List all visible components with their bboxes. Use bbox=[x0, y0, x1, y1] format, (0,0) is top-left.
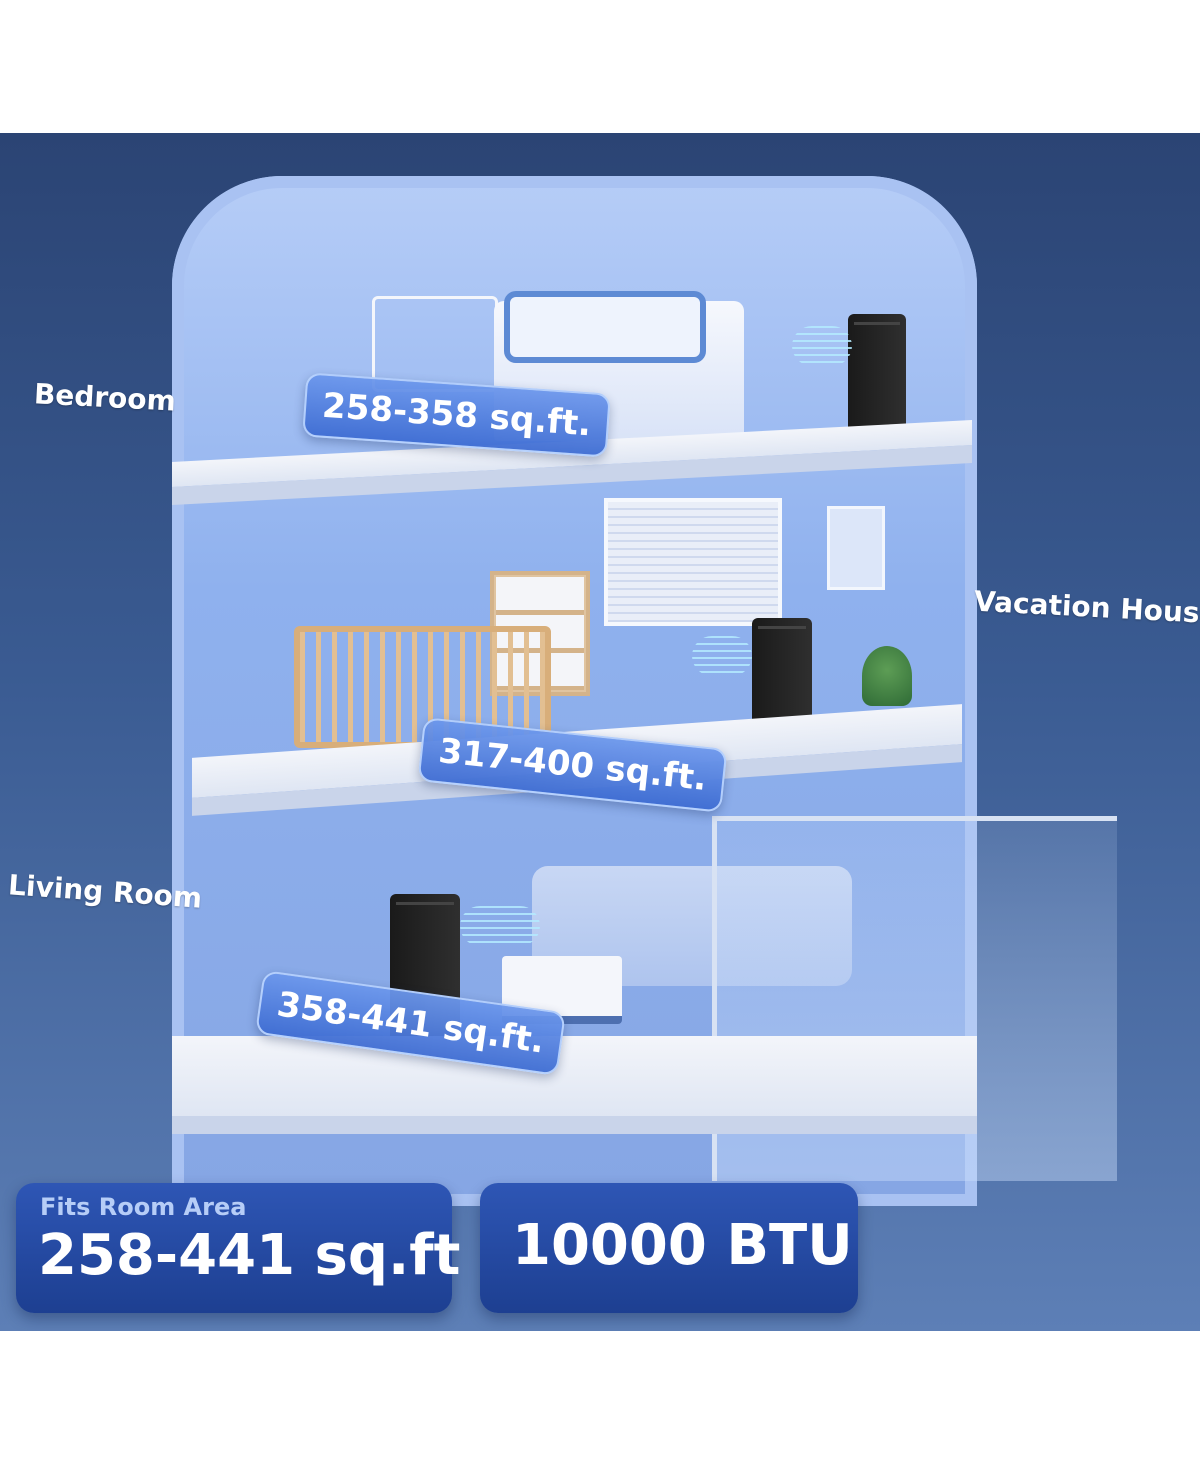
window-blinds bbox=[604, 498, 782, 626]
fits-room-area-card: Fits Room Area 258-441 sq.ft bbox=[16, 1183, 460, 1313]
floor-living-room bbox=[172, 1036, 977, 1134]
btu-value: 10000 BTU bbox=[512, 1213, 853, 1278]
bed-headboard bbox=[504, 291, 706, 363]
btu-card: 10000 BTU bbox=[480, 1183, 858, 1313]
airflow-living-room bbox=[460, 906, 540, 946]
airflow-nursery bbox=[692, 636, 752, 676]
room-label-bedroom: Bedroom bbox=[33, 377, 177, 418]
wall-picture bbox=[827, 506, 885, 590]
fits-room-area-value: 258-441 sq.ft bbox=[38, 1223, 461, 1288]
potted-plant bbox=[862, 646, 912, 706]
product-infographic: Bedroom Vacation House Living Room 258-3… bbox=[0, 133, 1200, 1331]
house-cutaway bbox=[172, 176, 1117, 1206]
air-conditioner-bedroom bbox=[848, 314, 906, 442]
room-label-vacation-house: Vacation House bbox=[973, 584, 1200, 631]
fits-room-area-caption: Fits Room Area bbox=[40, 1193, 247, 1221]
airflow-bedroom bbox=[792, 326, 852, 366]
